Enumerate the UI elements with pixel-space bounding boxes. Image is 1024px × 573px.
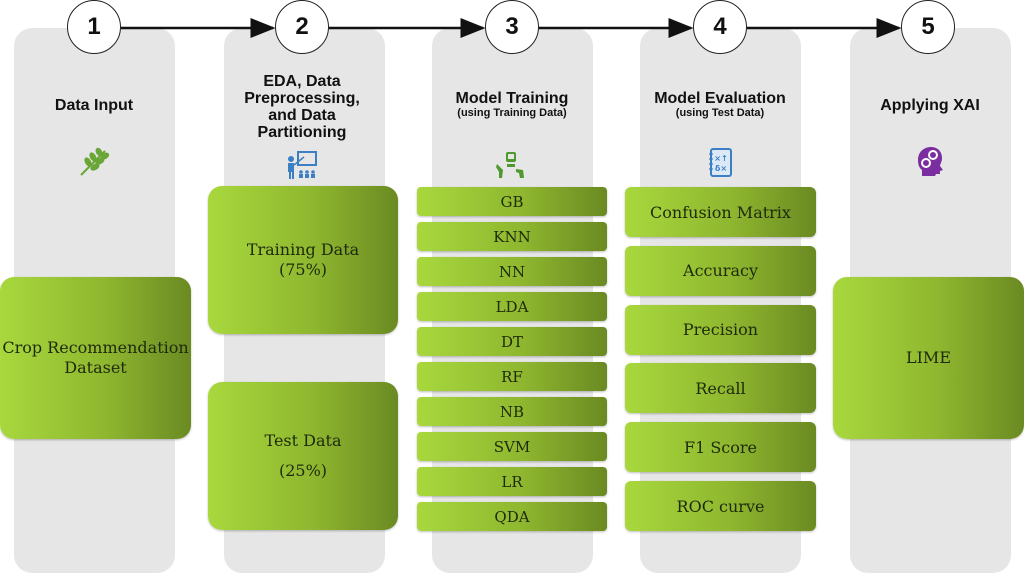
step-2-title: EDA, Data Preprocessing, and Data Partit… bbox=[207, 73, 397, 141]
flow-arrows bbox=[121, 18, 902, 38]
model-item: NB bbox=[417, 397, 607, 426]
model-item: QDA bbox=[417, 502, 607, 531]
step-4-number: 4 bbox=[693, 0, 747, 54]
dataset-label-line1: Crop Recommendation bbox=[2, 338, 189, 357]
svg-text:δ×: δ× bbox=[715, 164, 727, 173]
dataset-box: Crop Recommendation Dataset bbox=[0, 277, 191, 439]
model-label: DT bbox=[500, 332, 524, 351]
brain-gears-icon bbox=[918, 147, 943, 176]
model-label: NB bbox=[499, 402, 525, 421]
training-data-percent: (75%) bbox=[278, 260, 328, 279]
svg-text:×↑: ×↑ bbox=[714, 154, 727, 163]
metric-label: Accuracy bbox=[683, 261, 758, 281]
model-item: GB bbox=[417, 187, 607, 216]
model-label: NN bbox=[498, 262, 526, 281]
step-5-title: Applying XAI bbox=[835, 97, 1024, 114]
robot-icon bbox=[496, 152, 524, 178]
metric-label: Precision bbox=[682, 320, 759, 340]
metric-item: Accuracy bbox=[625, 245, 816, 296]
leaf-branch-icon bbox=[80, 147, 110, 176]
metric-item: F1 Score bbox=[625, 422, 816, 473]
test-data-percent: (25%) bbox=[278, 461, 328, 480]
training-data-label: Training Data (75%) bbox=[247, 240, 359, 280]
model-label: KNN bbox=[493, 227, 531, 246]
model-label: GB bbox=[500, 192, 524, 211]
training-data-name: Training Data bbox=[246, 240, 360, 259]
step-4-title-text: Model Evaluation bbox=[654, 90, 786, 107]
model-label: RF bbox=[501, 367, 523, 386]
step-5-title-text: Applying XAI bbox=[880, 97, 980, 114]
step-2-title-line: EDA, Data bbox=[263, 73, 341, 90]
xai-method-label: LIME bbox=[905, 348, 951, 367]
xai-method-box: LIME bbox=[833, 277, 1024, 439]
step-1-title: Data Input bbox=[0, 97, 189, 114]
dataset-label-line2: Dataset bbox=[64, 358, 127, 377]
step-2-title-line: Partitioning bbox=[257, 124, 347, 141]
training-data-box: Training Data (75%) bbox=[208, 186, 398, 334]
metric-label: F1 Score bbox=[683, 437, 758, 457]
model-item: DT bbox=[417, 327, 607, 356]
metric-label: Recall bbox=[695, 378, 746, 398]
step-2-title-line: Preprocessing, bbox=[244, 90, 360, 107]
metric-item: Precision bbox=[625, 304, 816, 355]
metric-label: Confusion Matrix bbox=[650, 202, 791, 222]
metric-item: Recall bbox=[625, 363, 816, 414]
model-item: SVM bbox=[417, 432, 607, 461]
model-item: KNN bbox=[417, 222, 607, 251]
model-label: LR bbox=[501, 472, 523, 491]
model-label: SVM bbox=[493, 437, 531, 456]
model-label: LDA bbox=[495, 297, 529, 316]
metric-label: ROC curve bbox=[676, 496, 765, 516]
step-3-subtitle: (using Training Data) bbox=[457, 107, 567, 119]
step-3-number: 3 bbox=[485, 0, 539, 54]
dataset-label: Crop Recommendation Dataset bbox=[2, 338, 188, 378]
model-item: LR bbox=[417, 467, 607, 496]
metric-item: ROC curve bbox=[625, 481, 816, 531]
test-data-box: Test Data (25%) bbox=[208, 382, 398, 530]
step-5-number: 5 bbox=[901, 0, 955, 54]
step-3-title-text: Model Training bbox=[455, 90, 569, 107]
step-3-title: Model Training (using Training Data) bbox=[417, 90, 607, 119]
model-item: NN bbox=[417, 257, 607, 286]
test-data-name: Test Data bbox=[264, 431, 342, 450]
step-2-title-line: and Data bbox=[268, 107, 336, 124]
presentation-teacher-icon bbox=[288, 151, 317, 179]
step-2-number: 2 bbox=[275, 0, 329, 54]
test-data-label: Test Data (25%) bbox=[265, 431, 342, 481]
step-4-subtitle: (using Test Data) bbox=[675, 107, 765, 119]
step-4-title: Model Evaluation (using Test Data) bbox=[625, 90, 815, 119]
model-item: RF bbox=[417, 362, 607, 391]
model-label: QDA bbox=[494, 507, 530, 526]
step-1-title-text: Data Input bbox=[54, 97, 134, 114]
formula-notebook-icon: ×↑ δ× bbox=[709, 148, 732, 177]
model-item: LDA bbox=[417, 292, 607, 321]
metric-item: Confusion Matrix bbox=[625, 187, 816, 237]
step-1-number: 1 bbox=[67, 0, 121, 54]
